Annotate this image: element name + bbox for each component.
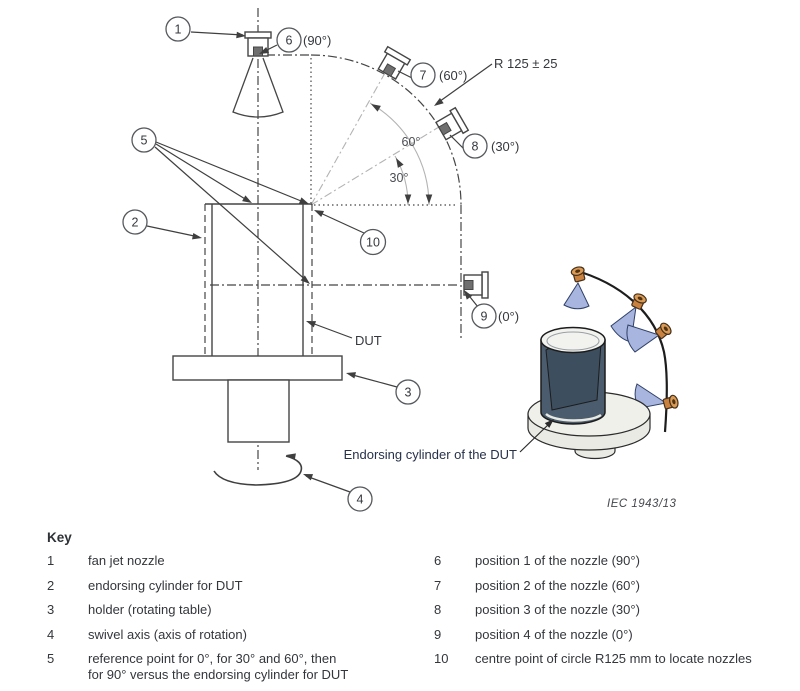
key-item-text: reference point for 0°, for 30° and 60°,…	[88, 651, 349, 682]
callout-9: 9	[471, 303, 497, 329]
callout-7-label: 7	[420, 69, 427, 83]
callout-2-label: 2	[132, 216, 139, 230]
callout-1: 1	[165, 16, 191, 42]
key-item-text: position 3 of the nozzle (30°)	[475, 602, 640, 617]
spray-fans-3d	[563, 281, 668, 409]
callout-4-label: 4	[357, 493, 364, 507]
callout-4: 4	[347, 486, 373, 512]
callout-7: 7	[410, 62, 436, 88]
key-item-8: 8 position 3 of the nozzle (30°)	[434, 602, 794, 618]
key-title: Key	[47, 530, 72, 545]
key-item-text: swivel axis (axis of rotation)	[88, 626, 247, 642]
key-item-text: fan jet nozzle	[88, 553, 165, 568]
spray-cone	[232, 57, 284, 118]
key-column-right: 6 position 1 of the nozzle (90°) 7 positio…	[434, 553, 794, 676]
nozzle-3d-0	[661, 393, 680, 412]
figure-diagram: 1 5 2 3 4 6 7 8 9 10 (90°) (60°) (30°) (…	[122, 8, 680, 512]
callout-3: 3	[395, 379, 421, 405]
key-item-number: 1	[47, 553, 55, 568]
spray-fan-90	[563, 281, 590, 310]
callout-1-label: 1	[175, 23, 182, 37]
nozzle-position-7	[375, 46, 411, 82]
key-item-number: 6	[434, 553, 442, 568]
key-item-1: 1 fan jet nozzle	[47, 553, 417, 569]
callout-8: 8	[462, 133, 488, 159]
key-item-9: 9 position 4 of the nozzle (0°)	[434, 627, 794, 643]
angle-reference-lines	[310, 63, 453, 206]
key-item-number: 7	[434, 577, 442, 593]
key-item-7: 7 position 2 of the nozzle (60°)	[434, 578, 794, 594]
callout-2: 2	[122, 209, 148, 235]
diagram-labels: (90°) (60°) (30°) (0°) R 125 ± 25 60° 30…	[303, 33, 677, 510]
nozzle-3d-30	[653, 320, 674, 341]
key-item-number: 9	[434, 626, 442, 642]
dut-label: DUT	[355, 333, 382, 348]
position-9-angle-label: (0°)	[498, 309, 519, 324]
key-item-text: centre point of circle R125 mm to locate…	[475, 651, 752, 666]
cylinder-top-inner-rim	[546, 331, 600, 351]
radius-label: R 125 ± 25	[494, 56, 558, 71]
endorsing-cylinder-label: Endorsing cylinder of the DUT	[344, 447, 517, 462]
key-item-text: holder (rotating table)	[88, 602, 212, 617]
cylinder-base-highlight	[545, 413, 602, 422]
endorsing-cylinder-3d	[540, 326, 606, 425]
position-7-angle-label: (60°)	[439, 68, 467, 83]
key-item-number: 2	[47, 577, 55, 593]
callout-5-label: 5	[141, 134, 148, 148]
angle-60-label: 60°	[402, 135, 421, 149]
key-item-text: position 4 of the nozzle (0°)	[475, 626, 633, 642]
key-item-number: 4	[47, 626, 55, 642]
nozzle-3d-90	[569, 265, 588, 284]
callouts: 1 5 2 3 4 6 7 8 9 10	[122, 16, 497, 512]
callout-10-label: 10	[366, 236, 380, 250]
key-item-5: 5 reference point for 0°, for 30° and 60°…	[47, 651, 417, 682]
key-item-number: 3	[47, 602, 55, 617]
angle-30-label: 30°	[390, 171, 409, 185]
leader-lines	[146, 31, 493, 493]
spray-fan-30	[626, 324, 661, 353]
radial-60deg	[310, 63, 391, 206]
callout-8-label: 8	[472, 140, 479, 154]
key-item-text: position 2 of the nozzle (60°)	[475, 577, 640, 593]
cylinder-top-3d	[540, 326, 606, 354]
key-item-number: 10	[434, 651, 449, 666]
callout-6: 6	[276, 27, 302, 53]
holder-rotating-table	[172, 355, 343, 381]
figure-reference: IEC 1943/13	[607, 498, 677, 510]
key-item-2: 2 endorsing cylinder for DUT	[47, 578, 417, 594]
dut-assembly	[172, 203, 343, 443]
key-item-number: 8	[434, 602, 442, 617]
nozzles-2d	[232, 31, 489, 299]
key-item-number: 5	[47, 651, 55, 666]
endorsing-label-leader	[519, 416, 557, 453]
key-item-4: 4 swivel axis (axis of rotation)	[47, 627, 417, 643]
axis-lines	[210, 8, 462, 470]
callout-6-label: 6	[286, 34, 293, 48]
radial-30deg	[310, 118, 453, 206]
callout-10: 10	[359, 228, 387, 256]
dim-arc-60	[369, 102, 430, 206]
position-6-angle-label: (90°)	[303, 33, 331, 48]
key-column-left: 1 fan jet nozzle 2 endorsing cylinder for …	[47, 553, 417, 691]
pedestal	[227, 379, 290, 443]
swivel-arrow	[213, 451, 303, 486]
key-item-3: 3 holder (rotating table)	[47, 602, 417, 618]
key-item-text: position 1 of the nozzle (90°)	[475, 553, 640, 568]
dimension-arrowheads	[369, 101, 433, 204]
callout-3-label: 3	[405, 386, 412, 400]
position-8-angle-label: (30°)	[491, 139, 519, 154]
key-item-10: 10 centre point of circle R125 mm to loca…	[434, 651, 794, 667]
callout-5: 5	[131, 127, 157, 153]
illustration-3d	[519, 265, 680, 460]
callout-9-label: 9	[481, 310, 488, 324]
key-item-text: endorsing cylinder for DUT	[88, 577, 243, 593]
key-item-6: 6 position 1 of the nozzle (90°)	[434, 553, 794, 569]
